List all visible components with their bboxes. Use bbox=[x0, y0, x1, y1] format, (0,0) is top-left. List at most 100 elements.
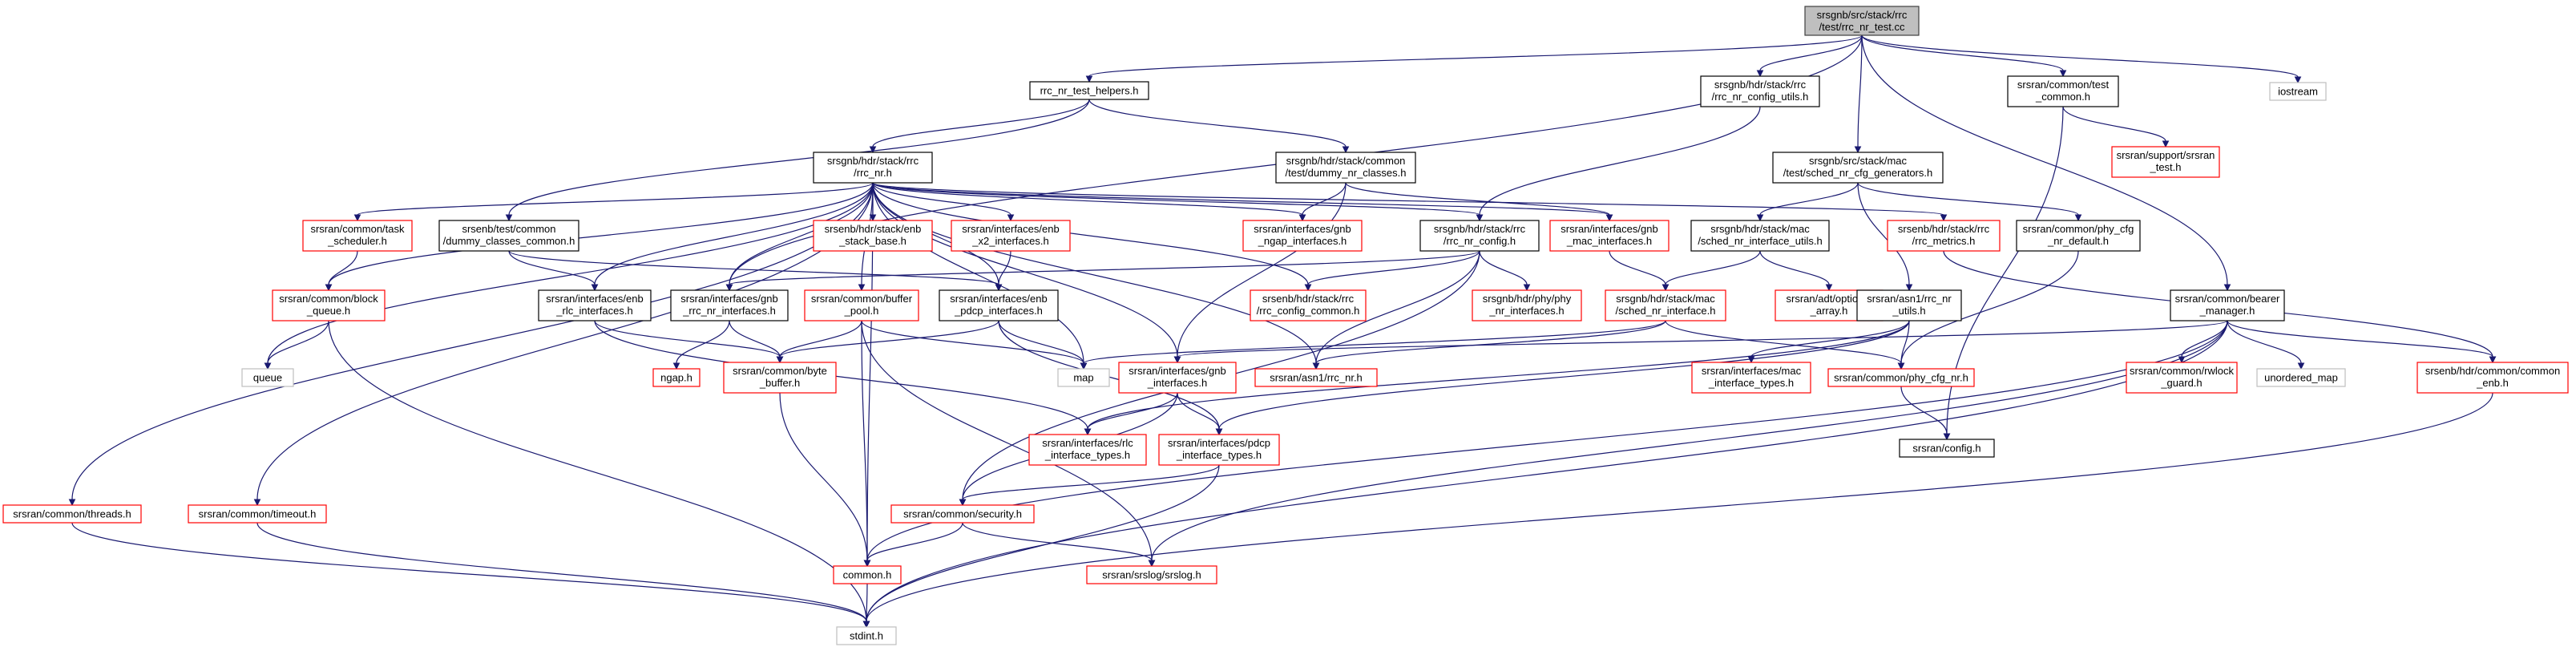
edge-line bbox=[872, 182, 1309, 285]
node-rrc-nr[interactable]: srsgnb/hdr/stack/rrc/rrc_nr.h bbox=[813, 152, 933, 184]
node-test-common[interactable]: srsran/common/test_common.h bbox=[2007, 75, 2119, 107]
node-box bbox=[1472, 289, 1582, 321]
edge-line bbox=[1900, 320, 1910, 364]
node-rrc-config-common[interactable]: srsenb/hdr/stack/rrc/rrc_config_common.h bbox=[1250, 289, 1367, 321]
node-phy-cfg-nr[interactable]: srsran/common/phy_cfg_nr.h bbox=[1827, 368, 1975, 387]
node-box bbox=[2256, 368, 2346, 387]
node-box bbox=[1690, 220, 1830, 252]
node-gnb-mac-interfaces[interactable]: srsran/interfaces/gnb_mac_interfaces.h bbox=[1549, 220, 1670, 252]
node-gnb-rrc-nr-interfaces[interactable]: srsran/interfaces/gnb_rrc_nr_interfaces.… bbox=[670, 289, 789, 321]
edge-rrc-nr-to-asn1-rrc-nr bbox=[872, 182, 1320, 370]
edge-line bbox=[1759, 250, 1830, 285]
node-label-line: srsran/common/timeout.h bbox=[199, 508, 317, 520]
node-label-line: srsran/common/security.h bbox=[903, 508, 1022, 520]
node-mac-interface-types[interactable]: srsran/interfaces/mac_interface_types.h bbox=[1691, 362, 1811, 394]
edge-dummy-nr-classes-to-gnb-interfaces bbox=[1173, 182, 1347, 364]
edge-rrc-nr-utils-to-phy-cfg-nr bbox=[1897, 320, 1910, 370]
edge-line bbox=[508, 250, 999, 285]
node-label-line: ngap.h bbox=[660, 372, 692, 384]
node-rrc-nr-config[interactable]: srsgnb/hdr/stack/rrc/rrc_nr_config.h bbox=[1419, 220, 1540, 252]
node-label-line: _guard.h bbox=[2160, 377, 2202, 389]
edge-pdcp-interface-types-to-stdint bbox=[862, 464, 1220, 629]
node-box bbox=[1700, 75, 1820, 107]
node-label-line: _rrc_nr_interfaces.h bbox=[682, 305, 776, 317]
node-sched-nr-interface-utils[interactable]: srsgnb/hdr/stack/mac/sched_nr_interface_… bbox=[1690, 220, 1830, 252]
edge-sched-nr-cfg-generators-to-rrc-nr-utils bbox=[1857, 182, 1913, 292]
node-label-line: _nr_default.h bbox=[2047, 235, 2109, 247]
node-rrc-metrics[interactable]: srsenb/hdr/stack/rrc/rrc_metrics.h bbox=[1887, 220, 2001, 252]
node-sched-nr-cfg-generators[interactable]: srsgnb/src/stack/mac/test/sched_nr_cfg_g… bbox=[1772, 152, 1944, 184]
node-label-line: srsran/interfaces/enb bbox=[950, 293, 1047, 305]
node-box bbox=[951, 220, 1071, 252]
edge-line bbox=[1759, 182, 1859, 216]
node-gnb-interfaces[interactable]: srsran/interfaces/gnb_interfaces.h bbox=[1118, 362, 1237, 394]
node-enb-pdcp-interfaces[interactable]: srsran/interfaces/enb_pdcp_interfaces.h bbox=[939, 289, 1059, 321]
node-security[interactable]: srsran/common/security.h bbox=[890, 504, 1035, 524]
edge-arrowhead bbox=[2223, 284, 2231, 292]
node-rrc-nr-utils[interactable]: srsran/asn1/rrc_nr_utils.h bbox=[1856, 289, 1962, 321]
node-box bbox=[1057, 368, 1110, 387]
node-byte-buffer[interactable]: srsran/common/byte_buffer.h bbox=[723, 362, 837, 394]
node-sched-nr-interface[interactable]: srsgnb/hdr/stack/mac/sched_nr_interface.… bbox=[1605, 289, 1726, 321]
edge-timeout-to-stdint bbox=[256, 522, 870, 629]
node-map[interactable]: map bbox=[1057, 368, 1110, 387]
edge-arrowhead bbox=[2178, 356, 2186, 364]
edge-line bbox=[1177, 182, 1347, 358]
node-rwlock-guard[interactable]: srsran/common/rwlock_guard.h bbox=[2126, 362, 2238, 394]
node-common[interactable]: common.h bbox=[833, 565, 902, 584]
edge-rrc-nr-to-rrc-metrics bbox=[872, 182, 1948, 222]
node-stdint[interactable]: stdint.h bbox=[836, 626, 897, 645]
node-nr-interfaces[interactable]: srsgnb/hdr/phy/phy_nr_interfaces.h bbox=[1472, 289, 1582, 321]
node-root[interactable]: srsgnb/src/stack/rrc/test/rrc_nr_test.cc bbox=[1804, 6, 1920, 36]
node-rrc-nr-test-helpers[interactable]: rrc_nr_test_helpers.h bbox=[1029, 81, 1149, 100]
node-srsran-test[interactable]: srsran/support/srsran_test.h bbox=[2111, 146, 2220, 178]
node-box bbox=[1899, 439, 1995, 458]
node-dummy-classes-common[interactable]: srsenb/test/common/dummy_classes_common.… bbox=[438, 220, 579, 252]
node-task-scheduler[interactable]: srsran/common/task_scheduler.h bbox=[302, 220, 413, 252]
node-threads[interactable]: srsran/common/threads.h bbox=[2, 504, 142, 524]
edge-security-to-common bbox=[863, 522, 963, 568]
node-box bbox=[1605, 289, 1726, 321]
edge-line bbox=[1315, 320, 1666, 364]
node-box bbox=[813, 152, 933, 184]
node-timeout[interactable]: srsran/common/timeout.h bbox=[188, 504, 327, 524]
edge-root-to-test-common bbox=[1861, 34, 2067, 78]
node-dummy-nr-classes[interactable]: srsgnb/hdr/stack/common/test/dummy_nr_cl… bbox=[1275, 152, 1416, 184]
node-asn1-rrc-nr[interactable]: srsran/asn1/rrc_nr.h bbox=[1254, 368, 1378, 387]
node-box bbox=[1086, 565, 1217, 584]
node-srslog[interactable]: srsran/srslog/srslog.h bbox=[1086, 565, 1217, 584]
edge-sched-nr-cfg-generators-to-sched-nr-interface-utils bbox=[1756, 182, 1859, 222]
node-label-line: srsran/interfaces/gnb bbox=[1254, 223, 1351, 235]
node-label-line: _nr_interfaces.h bbox=[1488, 305, 1564, 317]
edge-line bbox=[1087, 392, 1178, 430]
node-config[interactable]: srsran/config.h bbox=[1899, 439, 1995, 458]
node-rlc-interface-types[interactable]: srsran/interfaces/rlc_interface_types.h bbox=[1028, 434, 1147, 466]
node-label-line: _scheduler.h bbox=[327, 235, 387, 247]
node-buffer-pool[interactable]: srsran/common/buffer_pool.h bbox=[804, 289, 919, 321]
edge-line bbox=[872, 182, 1303, 216]
edge-line bbox=[508, 250, 596, 285]
node-block-queue[interactable]: srsran/common/block_queue.h bbox=[272, 289, 386, 321]
node-iostream[interactable]: iostream bbox=[2269, 82, 2327, 101]
edge-sched-nr-interface-to-asn1-rrc-nr bbox=[1312, 320, 1666, 370]
node-queue[interactable]: queue bbox=[241, 368, 294, 387]
edge-arrowhead bbox=[1661, 284, 1670, 292]
node-common-enb[interactable]: srsenb/hdr/common/common_enb.h bbox=[2417, 362, 2569, 394]
node-bearer-manager[interactable]: srsran/common/bearer_manager.h bbox=[2170, 289, 2285, 321]
edge-line bbox=[729, 250, 1480, 285]
edge-root-to-rrc-nr-test-helpers bbox=[1085, 34, 1863, 83]
node-label-line: srsran/common/task bbox=[310, 223, 405, 235]
node-pdcp-interface-types[interactable]: srsran/interfaces/pdcp_interface_types.h bbox=[1158, 434, 1280, 466]
node-ngap[interactable]: ngap.h bbox=[652, 368, 701, 387]
node-label-line: _queue.h bbox=[306, 305, 350, 317]
node-enb-x2-interfaces[interactable]: srsran/interfaces/enb_x2_interfaces.h bbox=[951, 220, 1071, 252]
node-rrc-nr-config-utils[interactable]: srsgnb/hdr/stack/rrc/rrc_nr_config_utils… bbox=[1700, 75, 1820, 107]
node-gnb-ngap-interfaces[interactable]: srsran/interfaces/gnb_ngap_interfaces.h bbox=[1242, 220, 1363, 252]
node-phy-cfg-nr-default[interactable]: srsran/common/phy_cfg_nr_default.h bbox=[2016, 220, 2141, 252]
node-enb-rlc-interfaces[interactable]: srsran/interfaces/enb_rlc_interfaces.h bbox=[538, 289, 652, 321]
node-enb-stack-base[interactable]: srsenb/hdr/stack/enb_stack_base.h bbox=[813, 220, 933, 252]
node-label-line: srsran/common/byte bbox=[733, 365, 827, 377]
node-label-line: srsran/interfaces/rlc bbox=[1042, 437, 1133, 449]
node-unordered-map[interactable]: unordered_map bbox=[2256, 368, 2346, 387]
edge-rrc-nr-test-helpers-to-rrc-nr bbox=[869, 99, 1090, 154]
